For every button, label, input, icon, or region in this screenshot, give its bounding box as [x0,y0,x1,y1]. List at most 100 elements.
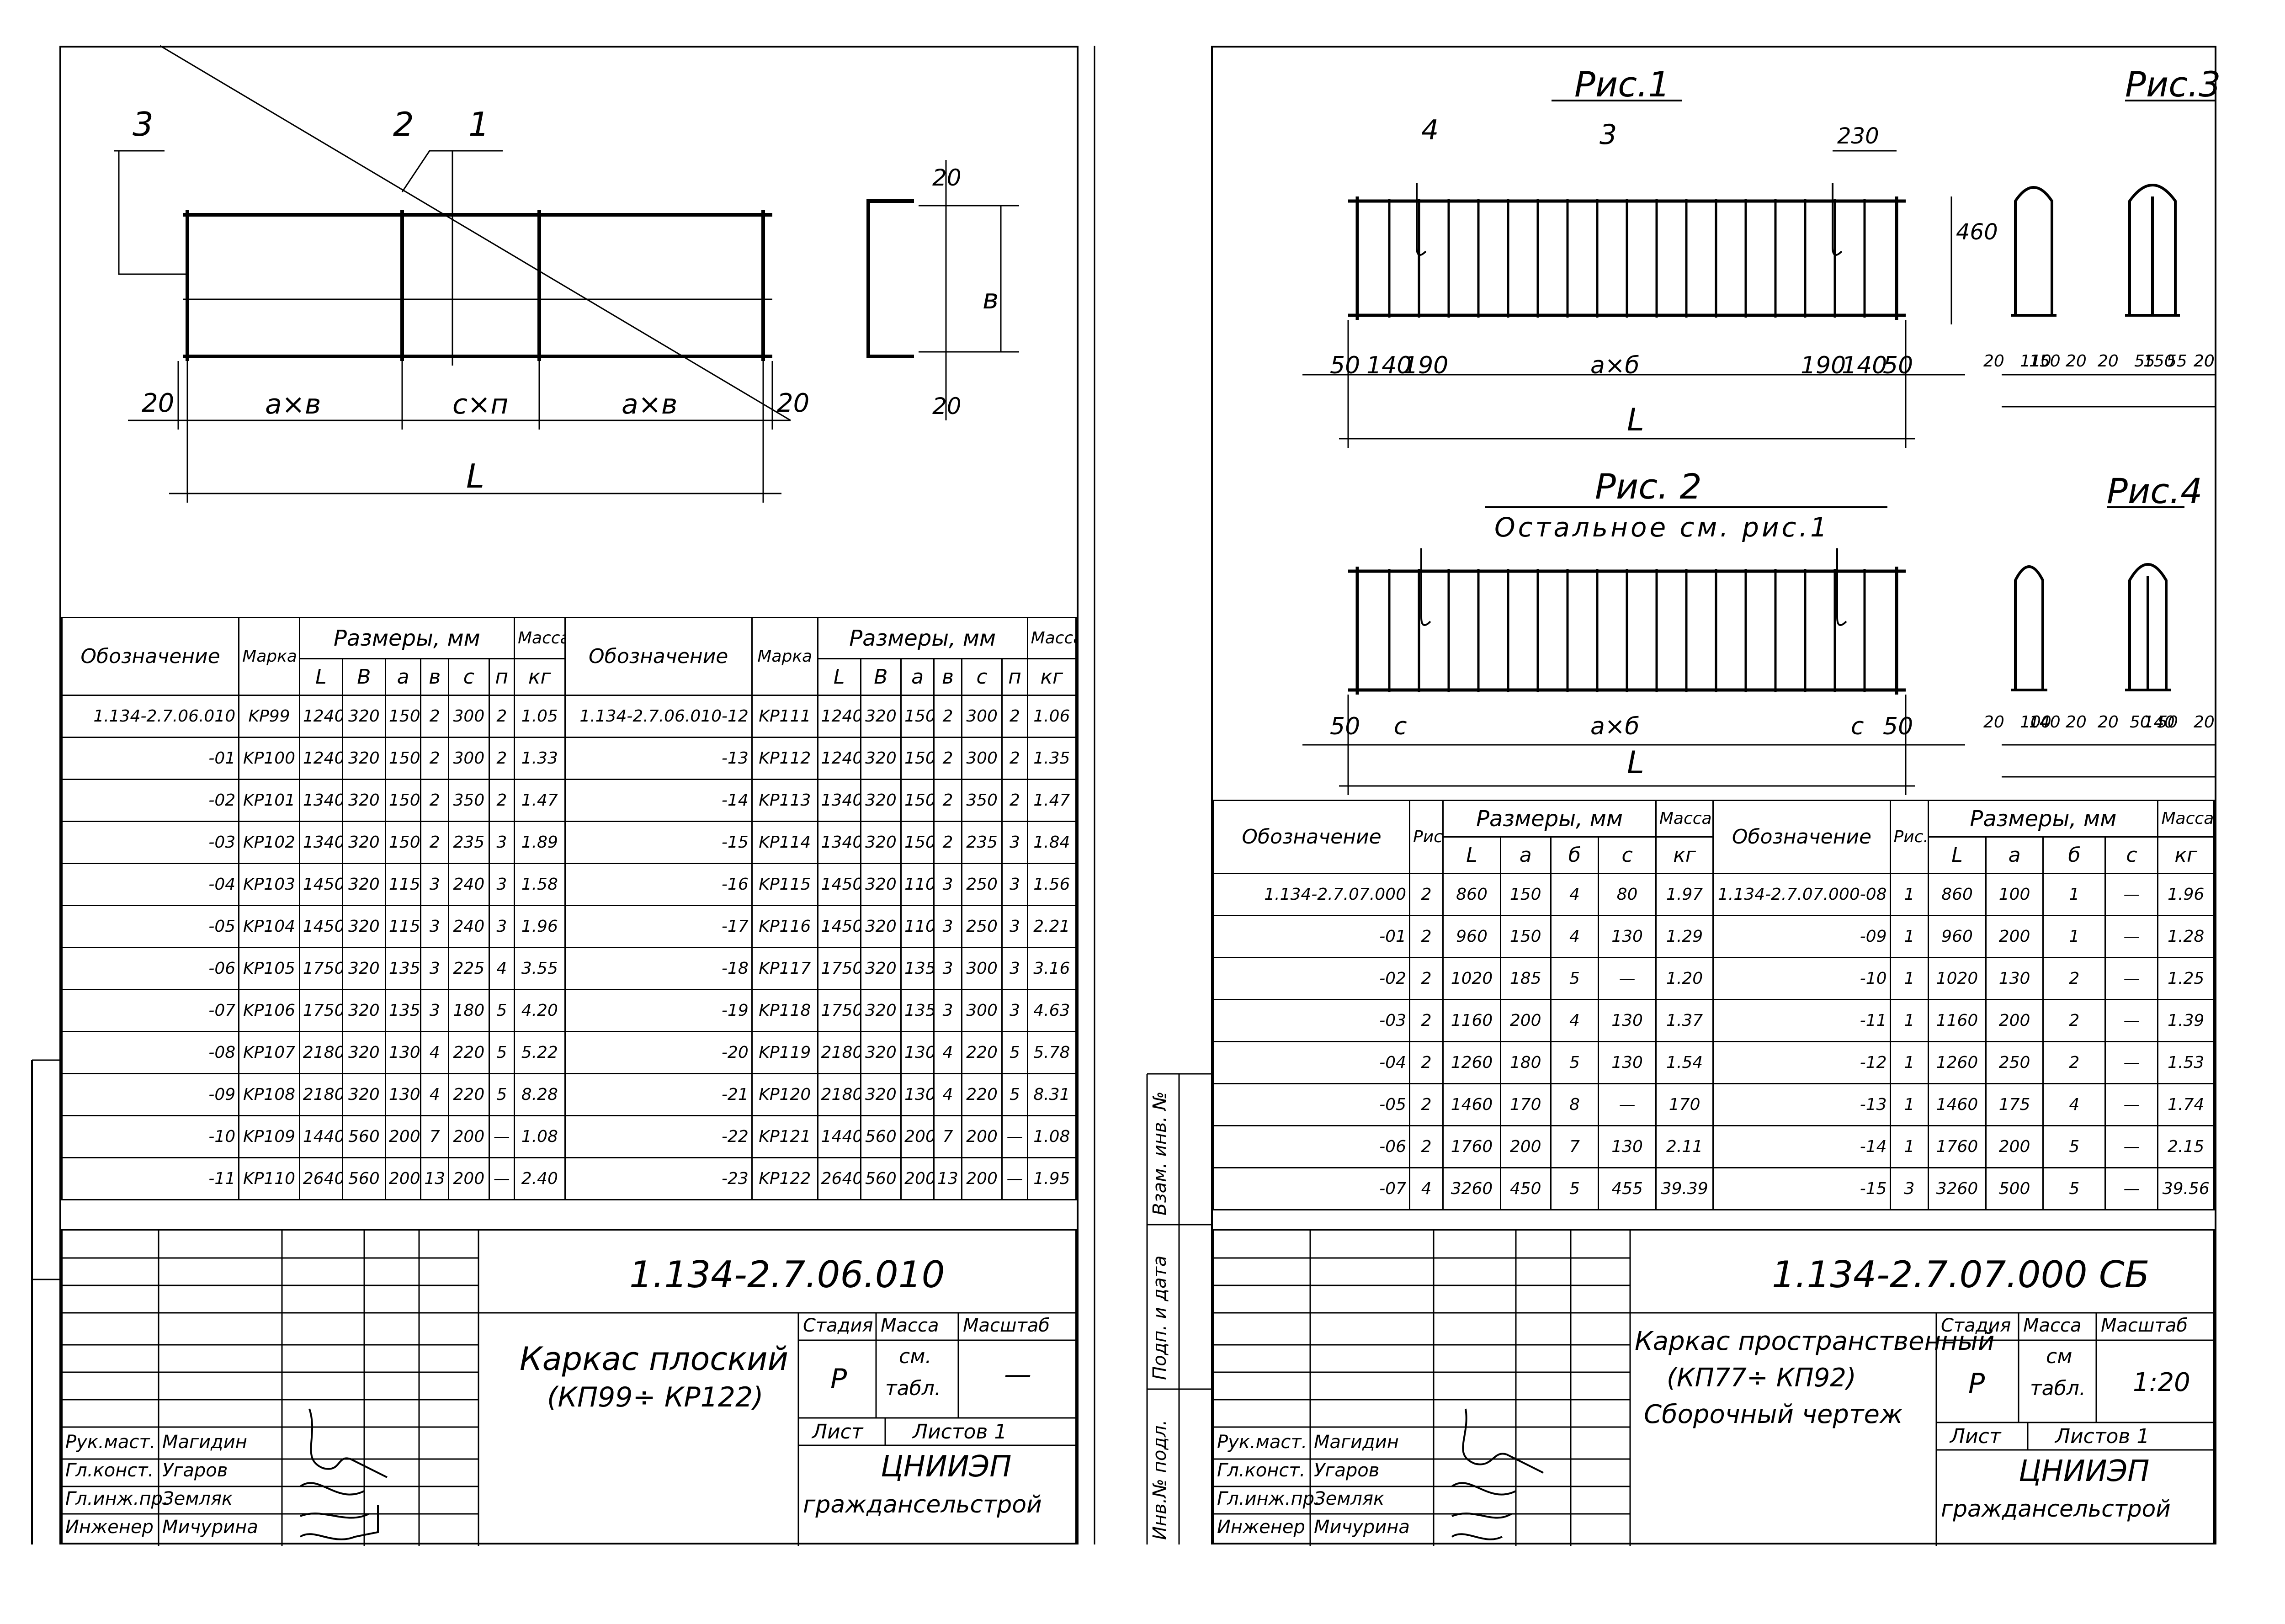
table-cell: 320 [860,905,902,948]
table-cell: 4.63 [1026,989,1077,1032]
right-org-2: граждансельстрой [1941,1496,2171,1522]
table-cell: 1 [2042,873,2106,916]
table-cell: 1 [1889,1083,1929,1126]
table-cell: 2.40 [513,1157,566,1200]
table-cell: 1750 [817,947,861,990]
fig1-title: Рис.1 [1574,64,1670,105]
table-cell: 2 [488,695,515,738]
dim-label: 20 [2066,352,2087,371]
table-cell: KP111 [751,695,818,738]
table-cell: KP115 [751,863,818,906]
table-cell: 5 [2042,1125,2106,1168]
stamp-replace-inv: Взам. инв. № [1149,1091,1170,1215]
table-cell: 300 [961,737,1003,780]
table-cell: -07 [61,989,240,1032]
table-cell: -18 [564,947,753,990]
table-cell: 2 [933,737,962,780]
left-doc-range: (КП99÷ КР122) [547,1381,764,1413]
col-designation: Обозначение [61,617,240,696]
table-cell: -02 [1213,957,1410,1000]
table-cell: 115 [384,905,422,948]
table-cell: 235 [448,821,490,864]
dim-right-20: 20 [777,388,810,418]
table-cell: 1.58 [513,863,566,906]
table-cell: -10 [61,1115,240,1158]
person-name: Мичурина [1314,1517,1410,1538]
dim-label: 20 [2098,352,2119,371]
table-cell: 320 [860,989,902,1032]
table-cell: 150 [900,737,935,780]
r-col-fig-2: Рис. [1889,800,1929,874]
table-cell: 5 [1550,1167,1600,1210]
table-cell: 1.08 [1026,1115,1077,1158]
table-cell: 1 [1889,999,1929,1042]
table-cell: 110 [900,905,935,948]
table-cell: KP113 [751,779,818,822]
dim-label: 20 [1983,352,2004,371]
table-cell: 320 [341,1073,386,1116]
table-cell: 3 [420,863,450,906]
person-role: Рук.маст. [1217,1432,1307,1453]
person-role: Гл.инж.пр. [1217,1488,1320,1509]
table-cell: 4 [420,1073,450,1116]
table-cell: -03 [1213,999,1410,1042]
dim-label: 50 [1330,713,1360,740]
table-cell: 5 [1550,1041,1600,1084]
table-cell: 1 [1889,1041,1929,1084]
dim-label: 140 [2029,713,2061,732]
person-name: Магидин [1314,1432,1399,1453]
table-cell: 5.78 [1026,1031,1077,1074]
right-title-block: 1.134-2.7.07.000 СБ Каркас пространствен… [1213,1229,2216,1546]
table-cell: 2180 [817,1073,861,1116]
table-cell: 2 [933,779,962,822]
table-cell: 1.95 [1026,1157,1077,1200]
table-cell: 3260 [1928,1167,1987,1210]
right-sheets-count: Листов 1 [2055,1425,2150,1448]
table-cell: 300 [961,695,1003,738]
col-mass: Масса [513,617,566,659]
table-cell: KP109 [238,1115,300,1158]
callout-1: 1 [468,105,489,143]
dim-seg1: a×в [265,388,321,420]
table-cell: 1.37 [1655,999,1714,1042]
dim-bottom-20: 20 [932,393,962,419]
table-cell: 150 [384,821,422,864]
fig2-note: Остальное см. рис.1 [1494,512,1830,543]
table-cell: -14 [1712,1125,1891,1168]
sheet-separator [1094,46,1095,1544]
table-cell: 2180 [298,1031,343,1074]
table-cell: 150 [900,779,935,822]
table-cell: 350 [448,779,490,822]
table-cell: 560 [860,1115,902,1158]
table-cell: 1340 [298,821,343,864]
table-cell: 860 [1928,873,1987,916]
right-doc-type: Сборочный чертеж [1644,1400,1903,1429]
table-cell: 1.47 [1026,779,1077,822]
table-cell: 4 [1408,1167,1444,1210]
table-cell: 1240 [817,737,861,780]
table-cell: — [2104,1125,2159,1168]
left-stage: Р [830,1363,847,1395]
table-cell: 5 [2042,1167,2106,1210]
col-header-1-3: в [933,658,962,696]
table-cell: 4 [1550,873,1600,916]
table-cell: KP99 [238,695,300,738]
table-cell: 1260 [1442,1041,1501,1084]
table-cell: 200 [900,1157,935,1200]
person-name: Угаров [162,1460,228,1481]
table-cell: 1.134-2.7.07.000-08 [1712,873,1891,916]
table-cell: 1760 [1928,1125,1987,1168]
left-margin-strip [31,1059,62,1544]
table-cell: 13 [933,1157,962,1200]
table-cell: 1440 [298,1115,343,1158]
table-cell: 4 [488,947,515,990]
table-cell: 200 [1985,915,2044,958]
table-cell: 320 [860,947,902,990]
dim-label: 140 [1842,352,1887,379]
table-cell: — [2104,1167,2159,1210]
table-cell: — [2104,915,2159,958]
table-cell: 3.55 [513,947,566,990]
left-mass-2: табл. [885,1377,941,1400]
table-cell: 8.31 [1026,1073,1077,1116]
